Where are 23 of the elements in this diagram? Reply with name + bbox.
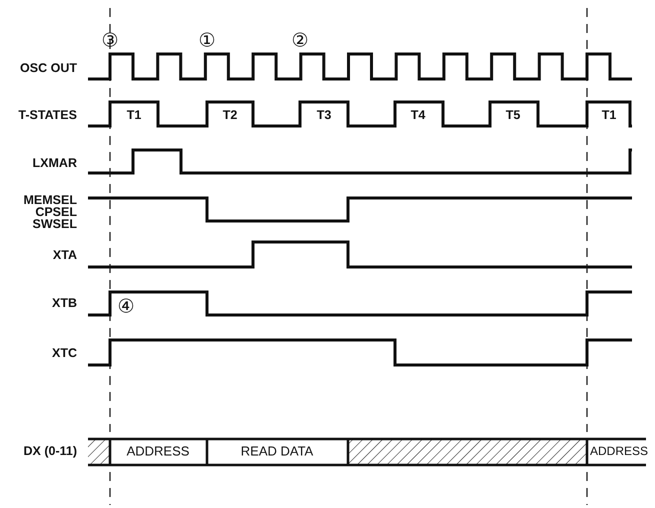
state-label: T5 (506, 108, 520, 122)
signal-name: LXMAR (32, 156, 77, 170)
signal-name: OSC OUT (19, 62, 77, 74)
bus-value-label: READ DATA (240, 444, 314, 458)
state-label: T2 (222, 108, 238, 122)
callout-number: ③ (101, 32, 119, 50)
state-label: T4 (410, 108, 426, 122)
bus-value-label: ADDRESS (126, 444, 190, 458)
state-label: T1 (602, 108, 616, 122)
state-label: T3 (316, 108, 332, 122)
signal-name: CPSEL (34, 206, 77, 218)
callout-number: ② (291, 32, 309, 50)
signal-name: T-STATES (17, 108, 77, 122)
signal-name: MEMSEL (22, 194, 77, 206)
signal-name: DX (0-11) (22, 444, 77, 458)
signal-name: XTB (51, 296, 77, 310)
signal-name: XTC (51, 346, 77, 360)
callout-number: ④ (117, 298, 135, 316)
signal-name: XTA (52, 248, 77, 262)
signal-name: SWSEL (32, 218, 77, 230)
bus-value-label: ADDRESS (590, 445, 648, 457)
state-label: T1 (126, 108, 142, 122)
callout-number: ① (198, 32, 216, 50)
